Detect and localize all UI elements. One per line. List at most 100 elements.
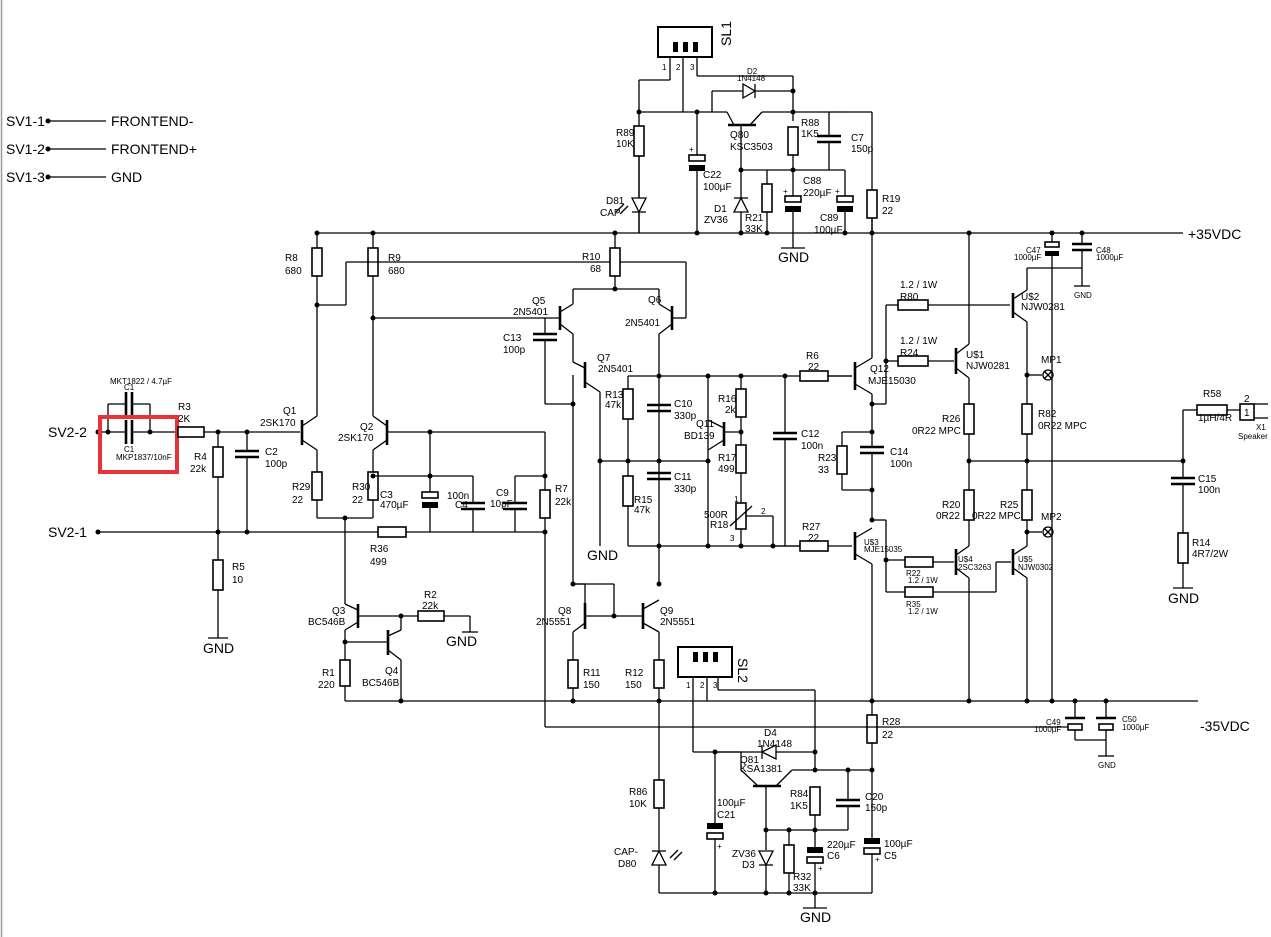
r12-value: 150 xyxy=(625,680,642,691)
d2-name: D2 xyxy=(747,67,758,76)
r6-value: 22 xyxy=(808,362,820,373)
c10-name: C10 xyxy=(674,399,693,410)
c89-name: C89 xyxy=(820,213,839,224)
r58-name: R58 xyxy=(1203,389,1222,400)
sv1-pin-3: SV1-3 xyxy=(6,169,45,185)
d4-value: 1N4148 xyxy=(757,739,792,750)
c6-value: 220µF xyxy=(827,840,856,851)
c2-value: 100p xyxy=(265,459,288,470)
q8-name: Q8 xyxy=(558,606,572,617)
r88-value: 1K5 xyxy=(801,129,819,140)
u5-value: NJW0302 xyxy=(1018,563,1054,572)
c21-plus: + xyxy=(717,842,722,851)
u3-name: U$3 xyxy=(864,538,879,547)
c4-value: 100n xyxy=(447,491,469,502)
r28-value: 22 xyxy=(882,730,894,741)
c10-value: 330p xyxy=(674,411,697,422)
speaker-output: R58 1µH/4R 2 1 X1 Speaker C15 100n R14 4… xyxy=(1168,389,1268,606)
q8-value: 2N5551 xyxy=(536,617,571,628)
q9-value: 2N5551 xyxy=(660,617,695,628)
q2-value: 2SK170 xyxy=(338,433,374,444)
gnd-label-c48: GND xyxy=(1074,291,1092,300)
c9-name: C9 xyxy=(496,488,509,499)
c12-value: 100n xyxy=(801,441,823,452)
c11-value: 330p xyxy=(674,484,697,495)
u1-value: NJW0281 xyxy=(966,361,1010,372)
d81-name: D81 xyxy=(606,196,625,207)
c22-value: 100µF xyxy=(703,182,732,193)
r15-value: 47k xyxy=(634,505,651,516)
r19-value: 22 xyxy=(882,206,894,217)
q4-name: Q4 xyxy=(385,666,399,677)
r27-name: R27 xyxy=(802,522,821,533)
c21-value: 100µF xyxy=(717,798,746,809)
r12-name: R12 xyxy=(625,668,644,679)
r8-name: R8 xyxy=(285,253,298,264)
u4-name: U$4 xyxy=(958,555,973,564)
q80-name: Q80 xyxy=(730,130,749,141)
c49-name: C49 xyxy=(1046,718,1061,727)
sl2-pin-1: 1 xyxy=(686,681,691,690)
r36-value: 499 xyxy=(370,557,387,568)
q80-value: KSC3503 xyxy=(730,142,773,153)
r5-value: 10 xyxy=(232,575,244,586)
r26-name: R26 xyxy=(942,414,961,425)
c5-plus: + xyxy=(875,855,880,864)
c22-plus: + xyxy=(689,145,694,154)
r4-value: 22k xyxy=(190,464,207,475)
sl1-pin-2: 2 xyxy=(676,63,681,72)
d81-value: CAP xyxy=(600,208,621,219)
c21-name: C21 xyxy=(717,810,736,821)
c50-name: C50 xyxy=(1122,715,1137,724)
c1-value: MKP1837/10nF xyxy=(116,453,172,462)
r30-name: R30 xyxy=(352,482,371,493)
r18-value: 500R xyxy=(704,510,728,521)
c88-plus: + xyxy=(783,187,788,196)
c3-name: C3 xyxy=(380,490,393,501)
c15-value: 100n xyxy=(1198,485,1220,496)
r10-value: 68 xyxy=(590,264,602,275)
c48-name: C48 xyxy=(1096,246,1111,255)
r11-value: 150 xyxy=(583,680,600,691)
r16-name: R16 xyxy=(718,394,737,405)
r9-name: R9 xyxy=(388,253,401,264)
c7-name: C7 xyxy=(851,133,864,144)
c1-top-value: MKT1822 / 4.7µF xyxy=(110,377,172,386)
d80-value: CAP- xyxy=(614,847,638,858)
r89-value: 10K xyxy=(616,139,634,150)
c50-value: 1000µF xyxy=(1122,723,1149,732)
r25-name: R25 xyxy=(1000,500,1019,511)
r4-name: R4 xyxy=(194,452,207,463)
q7-name: Q7 xyxy=(597,353,611,364)
r35-name: R35 xyxy=(906,600,921,609)
sv1-net-frontend-minus: FRONTEND- xyxy=(111,113,194,129)
c48-value: 1000µF xyxy=(1096,253,1123,262)
q81-value: KSA1381 xyxy=(740,764,783,775)
r80-name: R80 xyxy=(900,292,919,303)
r88-name: R88 xyxy=(801,118,820,129)
r32-value: 33K xyxy=(793,883,811,894)
current-source: Q3 BC546B R2 22k GND Q4 BC546B R1 220 xyxy=(308,590,1198,704)
r13-name: R13 xyxy=(605,390,624,401)
c14-value: 100n xyxy=(890,459,912,470)
negative-regulator: SL2 1 2 3 D4 1N4148 Q81 KSA1381 R86 xyxy=(614,646,913,925)
c11-name: C11 xyxy=(674,472,692,483)
r58-value: 1µH/4R xyxy=(1198,413,1232,424)
r2-value: 22k xyxy=(422,601,439,612)
r28-name: R28 xyxy=(882,717,901,728)
r15-name: R15 xyxy=(634,495,653,506)
sv1-net-gnd: GND xyxy=(111,169,142,185)
q7-value: 2N5401 xyxy=(598,364,633,375)
c20-name: C20 xyxy=(865,792,884,803)
c6-plus: + xyxy=(818,864,823,873)
gnd-label-c88: GND xyxy=(778,249,809,265)
r18-pin-2: 2 xyxy=(761,507,766,516)
r13-value: 47k xyxy=(605,400,622,411)
q12-value: MJE15030 xyxy=(868,376,916,387)
q11-name: Q11 xyxy=(696,419,715,430)
q5-name: Q5 xyxy=(532,296,546,307)
d80-name: D80 xyxy=(618,859,637,870)
c88-value: 220µF xyxy=(803,188,832,199)
c5-name: C5 xyxy=(884,851,897,862)
r9-value: 680 xyxy=(388,266,405,277)
